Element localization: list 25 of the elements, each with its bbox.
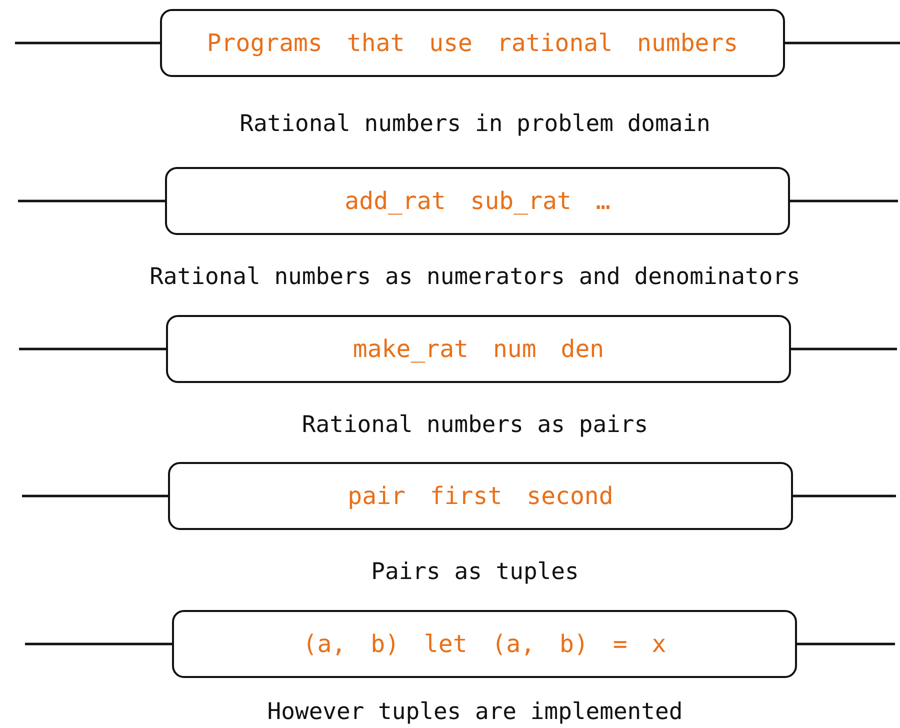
layer-description: Rational numbers in problem domain <box>238 111 712 137</box>
barrier-line <box>791 348 897 350</box>
barrier-line <box>18 200 165 202</box>
barrier-line <box>790 200 898 202</box>
layer-description: Rational numbers as numerators and denominators <box>148 264 802 290</box>
layer-description: Pairs as tuples <box>370 559 580 585</box>
layer-box <box>160 9 785 77</box>
function-names: (a, b) let (a, b) = x <box>302 630 666 658</box>
barrier-line <box>15 42 160 44</box>
layer-box <box>168 462 793 530</box>
function-names: add_rat sub_rat … <box>344 187 610 215</box>
barrier-line <box>793 494 896 498</box>
barrier-line <box>797 642 895 646</box>
function-names: pair first second <box>348 482 614 510</box>
layer-box <box>165 167 790 235</box>
layer-box <box>172 610 797 678</box>
layer-box <box>166 315 791 383</box>
function-names: make_rat num den <box>352 335 604 363</box>
barrier-line <box>25 642 172 646</box>
layer-description: However tuples are implemented <box>266 699 684 725</box>
barrier-line <box>19 348 166 350</box>
layer-description: Rational numbers as pairs <box>300 412 650 438</box>
function-names: Programs that use rational numbers <box>206 29 738 57</box>
barrier-line <box>22 494 168 498</box>
barrier-line <box>785 42 900 44</box>
